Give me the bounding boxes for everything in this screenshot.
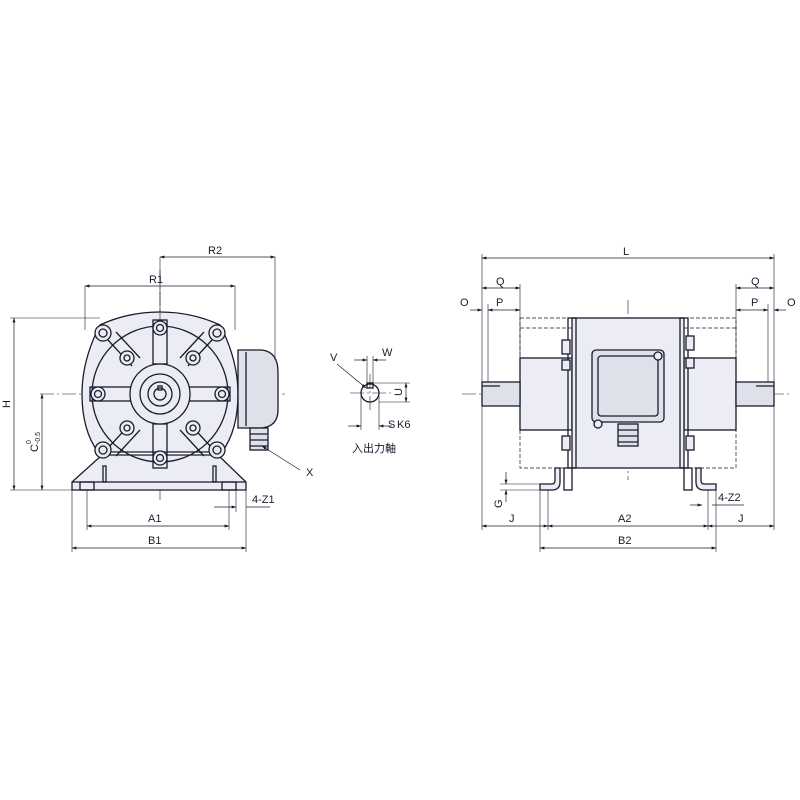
dim-h-label: H [1,400,13,408]
dim-p-right-label: P [751,297,758,309]
dim-r2-label: R2 [208,245,222,257]
dim-a1-label: A1 [148,513,161,525]
dim-v-label: V [330,352,338,364]
dim-l-label: L [623,246,629,258]
dim-u-label: U [393,388,405,396]
right-terminal-box [591,349,665,423]
left-hub-outer [129,363,191,425]
dim-x-label: X [306,467,314,479]
dim-s-label: S [388,419,395,431]
dim-x-leader [261,445,301,471]
dim-w-label: W [382,347,393,359]
left-corner-bolts [90,320,230,466]
dim-o-left-label: O [460,297,469,309]
shaft-caption: 入出力軸 [352,441,396,455]
dim-b2-label: B2 [618,535,631,547]
shaft-detail: W V U S K6 入出力軸 [330,347,410,455]
right-foot-right [695,467,717,491]
right-flange-bolts [561,335,695,451]
dim-s-fit-label: K6 [397,419,410,431]
dim-b1-label: B1 [148,535,161,547]
left-shaft [153,387,167,401]
dim-o-right-label: O [787,297,796,309]
right-flange [683,357,737,431]
dim-q-left-label: Q [496,276,505,288]
dim-r1-label: R1 [149,274,163,286]
left-inner-bolts [119,350,201,436]
dim-c-tol-upper: 0 [26,440,33,444]
dim-p-left-label: P [496,297,503,309]
right-cable-gland [617,423,639,447]
dim-a2-label: A2 [618,513,631,525]
dim-v-leader [336,363,367,389]
dim-j-right-label: J [738,513,744,525]
left-view: R2 R1 H C 0 -0.5 A1 B1 4-Z1 X [1,245,314,552]
cable-gland [249,427,269,451]
dim-c-tol-lower: -0.5 [35,432,42,444]
terminal-box [237,349,279,429]
dim-z2-label: 4-Z2 [718,492,741,504]
dim-q-right-label: Q [751,276,760,288]
dim-c-label: C [29,444,41,452]
dim-j-left-label: J [509,513,515,525]
dim-g-label: G [493,499,505,508]
dim-z1-label: 4-Z1 [252,494,275,506]
right-view: L Q Q O P P O G J A2 [460,246,796,552]
right-foot-left [539,467,561,491]
